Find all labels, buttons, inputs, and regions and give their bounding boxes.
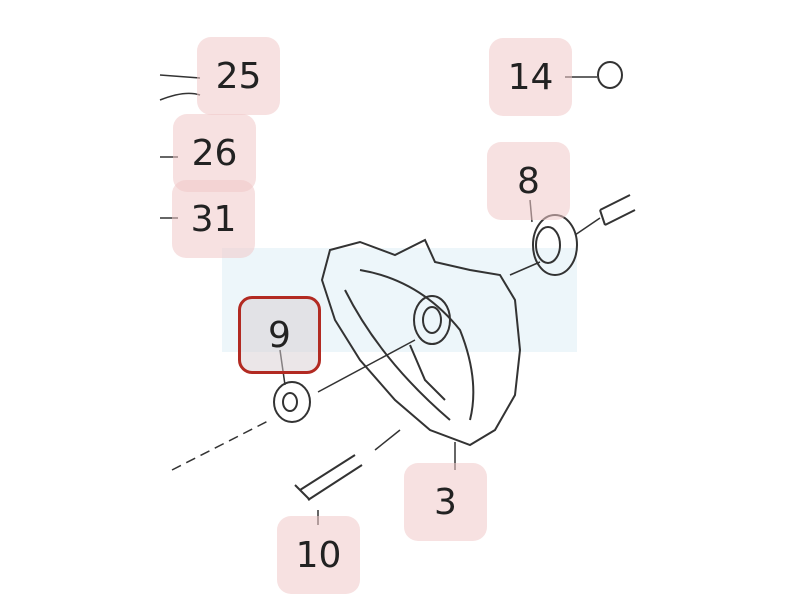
callout-26[interactable]: 26 [173,114,256,192]
callout-8[interactable]: 8 [487,142,570,220]
crankcase-part [320,238,522,447]
bolt-part [294,454,363,501]
callout-3[interactable]: 3 [404,463,487,541]
callout-14[interactable]: 14 [489,38,572,116]
bearing-part [532,214,578,276]
callout-25[interactable]: 25 [197,37,280,115]
seal-part [273,381,311,423]
callout-10[interactable]: 10 [277,516,360,594]
callout-31[interactable]: 31 [172,180,255,258]
callout-9-selected[interactable]: 9 [238,296,321,374]
bushing-part [597,61,623,89]
